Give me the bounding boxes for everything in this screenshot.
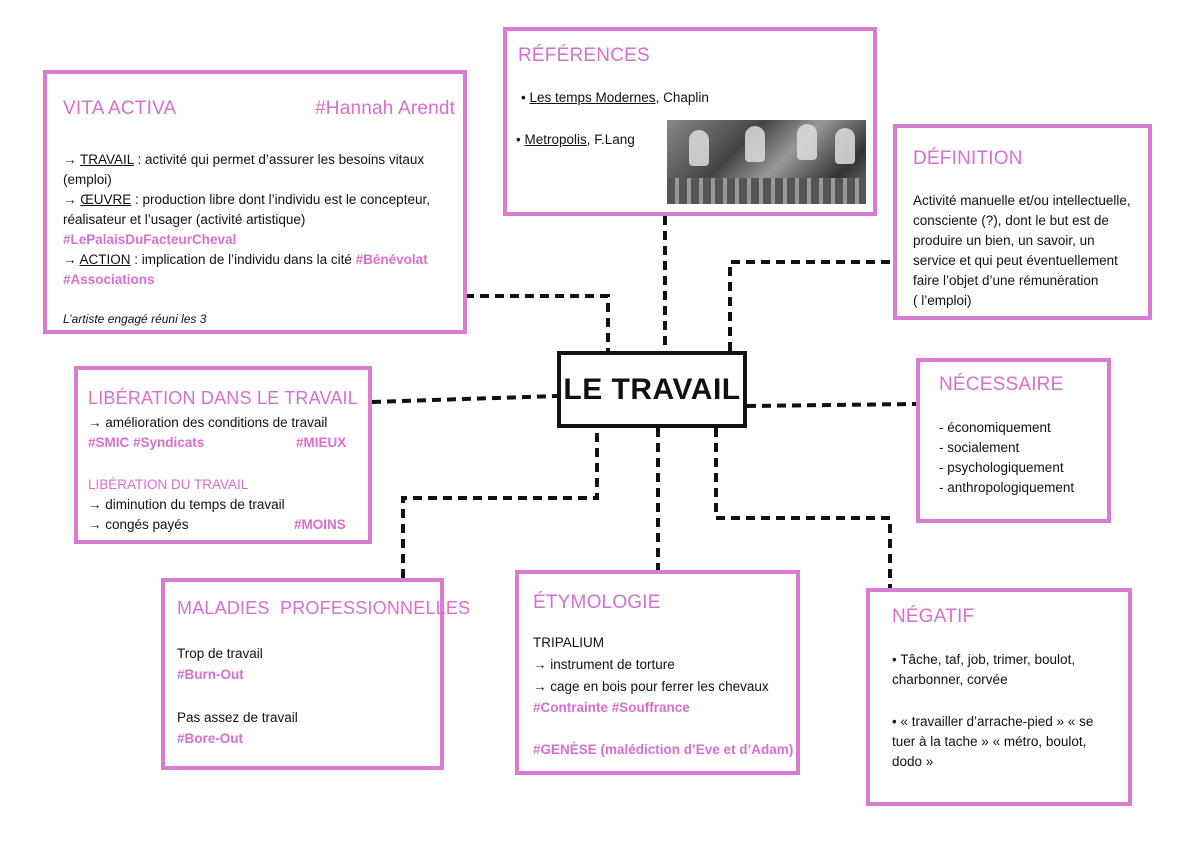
liberation-title-2: LIBÉRATION DU TRAVAIL: [88, 477, 249, 492]
travail-line: → TRAVAIL : activité qui permet d’assure…: [63, 152, 425, 167]
burn-out-tag: #Burn-Out: [177, 667, 244, 682]
necessaire-item: - psychologiquement: [939, 460, 1064, 475]
connector-maladies: [401, 428, 599, 578]
definition-body: Activité manuelle et/ou intellectuelle, …: [913, 193, 1131, 308]
necessaire-card: NÉCESSAIRE - économiquement - socialemen…: [916, 358, 1111, 523]
definition-card: DÉFINITION Activité manuelle et/ou intel…: [893, 124, 1152, 320]
liberation-line-1: → amélioration des conditions de travail: [88, 415, 328, 430]
maladies-title: MALADIES PROFESSIONNELLES: [177, 598, 471, 618]
reference-item-1: • Les temps Modernes, Chaplin: [521, 90, 709, 105]
connector-liberation: [371, 394, 558, 404]
associations-tag: #Associations: [63, 272, 155, 287]
vita-activa-title: VITA ACTIVA: [63, 98, 177, 119]
maladies-card: MALADIES PROFESSIONNELLES Trop de travai…: [161, 578, 470, 770]
central-topic: LE TRAVAIL: [557, 351, 747, 428]
etymologie-card: ÉTYMOLOGIE TRIPALIUM → instrument de tor…: [515, 570, 800, 775]
liberation-line-3: → congés payés: [88, 517, 189, 532]
liberation-line-2: → diminution du temps de travail: [88, 497, 285, 512]
maladies-line-2: Pas assez de travail: [177, 710, 298, 725]
central-topic-label: LE TRAVAIL: [563, 372, 741, 406]
etymologie-line-1: TRIPALIUM: [533, 635, 605, 650]
vita-activa-body: → TRAVAIL : activité qui permet d’assure…: [63, 150, 458, 290]
necessaire-item: - économiquement: [939, 420, 1051, 435]
etymologie-title: ÉTYMOLOGIE: [533, 592, 661, 613]
oeuvre-line-2: réalisateur et l’usager (activité artist…: [63, 212, 306, 227]
hannah-arendt-tag: #Hannah Arendt: [315, 98, 456, 119]
vita-activa-card: VITA ACTIVA #Hannah Arendt → TRAVAIL : a…: [43, 70, 467, 334]
maladies-line-1: Trop de travail: [177, 646, 263, 661]
reference-item-2: • Metropolis, F.Lang: [516, 132, 635, 147]
palais-tag: #LePalaisDuFacteurCheval: [63, 232, 237, 247]
necessaire-item: - socialement: [939, 440, 1020, 455]
connector-vita-activa: [465, 294, 610, 351]
connector-negatif: [714, 428, 892, 588]
necessaire-title: NÉCESSAIRE: [939, 374, 1064, 395]
liberation-card: LIBÉRATION DANS LE TRAVAIL → amélioratio…: [74, 366, 372, 544]
references-title: RÉFÉRENCES: [518, 45, 650, 66]
smic-syndicats-tags: #SMIC #Syndicats: [88, 435, 205, 450]
travail-line-2: (emploi): [63, 172, 112, 187]
necessaire-list: - économiquement - socialement - psychol…: [939, 418, 1074, 498]
moins-tag: #MOINS: [294, 517, 346, 532]
negatif-title: NÉGATIF: [892, 606, 975, 627]
action-line: → ACTION : implication de l’individu dan…: [63, 252, 428, 267]
genese-tag: #GENÈSE (malédiction d’Eve et d’Adam): [533, 742, 794, 757]
etymologie-line-2: → instrument de torture: [533, 657, 675, 672]
etymologie-line-3: → cage en bois pour ferrer les chevaux: [533, 679, 769, 694]
contrainte-souffrance-tags: #Contrainte #Souffrance: [533, 700, 690, 715]
negatif-paragraph-2: • « travailler d’arrache-pied » « se tue…: [892, 714, 1094, 769]
bore-out-tag: #Bore-Out: [177, 731, 244, 746]
necessaire-item: - anthropologiquement: [939, 480, 1075, 495]
definition-title: DÉFINITION: [913, 148, 1023, 169]
connector-definition: [728, 260, 893, 351]
connector-necessaire: [746, 402, 917, 408]
artiste-note: L’artiste engagé réuni les 3: [63, 312, 207, 326]
mieux-tag: #MIEUX: [296, 435, 347, 450]
film-still-image: [667, 120, 866, 204]
oeuvre-line: → ŒUVRE : production libre dont l’indivi…: [63, 192, 430, 207]
negatif-paragraph-1: • Tâche, taf, job, trimer, boulot, charb…: [892, 652, 1076, 687]
negatif-card: NÉGATIF • Tâche, taf, job, trimer, boulo…: [866, 588, 1132, 806]
liberation-title-1: LIBÉRATION DANS LE TRAVAIL: [88, 388, 358, 408]
